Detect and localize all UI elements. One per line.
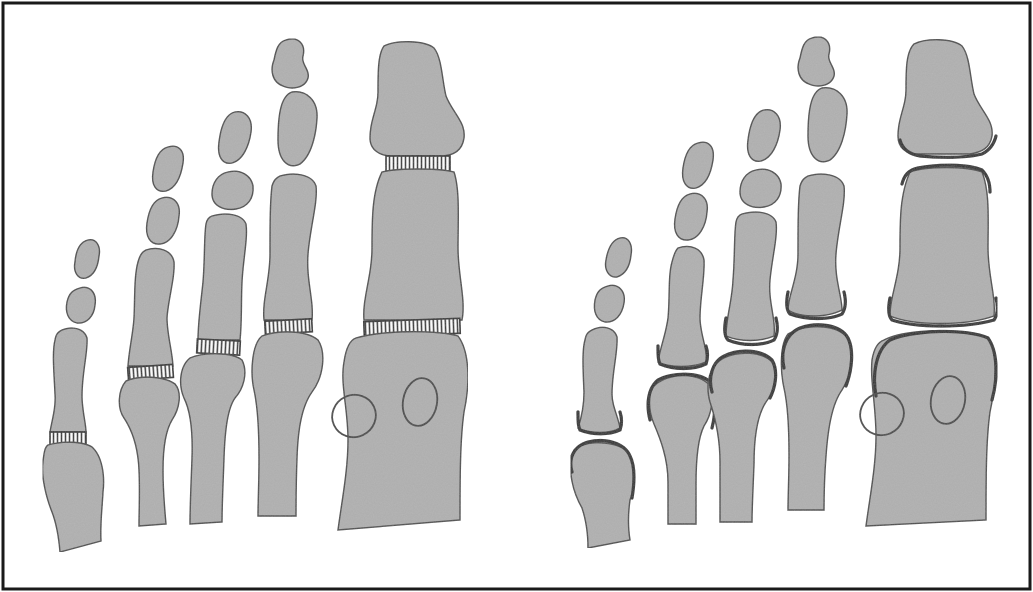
right-ray3-middle-phalanx (740, 169, 781, 207)
left-ray2-proximal-phalanx (264, 174, 317, 320)
left-ray1-proximal-phalanx (364, 169, 463, 320)
right-ray2-distal-phalanx (798, 37, 834, 86)
left-ray3-mtp-joint-space (197, 339, 241, 355)
left-ray5-proximal-phalanx (50, 328, 87, 432)
right-ray1-proximal-phalanx (890, 168, 994, 324)
right-ray1-metatarsal (866, 331, 995, 526)
left-ray2-distal-phalanx (272, 39, 308, 88)
left-ray1-metatarsal (338, 332, 468, 530)
left-ray3-proximal-phalanx (198, 214, 246, 340)
left-ray3-middle-phalanx (212, 171, 253, 209)
